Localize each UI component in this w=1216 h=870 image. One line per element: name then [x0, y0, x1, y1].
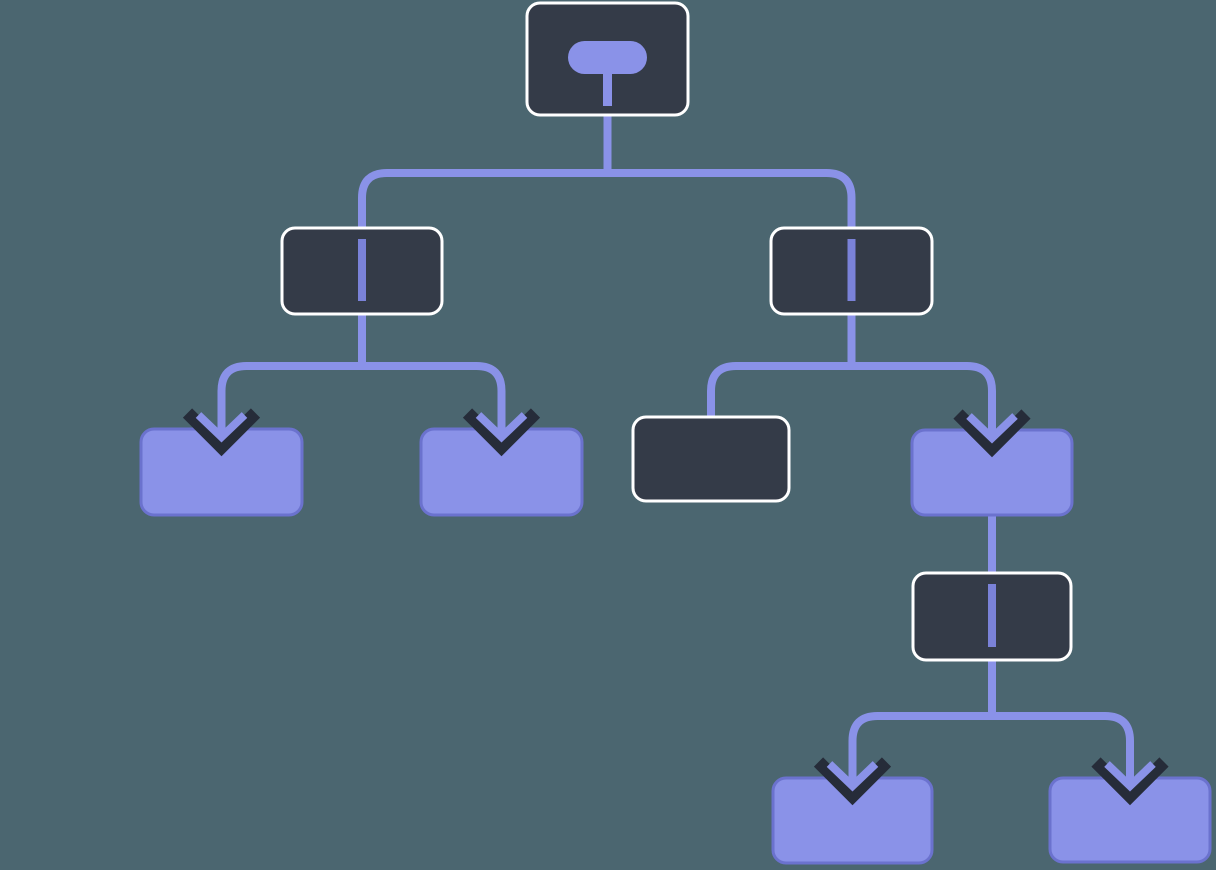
arrow-chevron-icon — [813, 757, 892, 806]
arrow-chevron-icon — [953, 409, 1031, 458]
arrow-head-icon — [826, 761, 879, 792]
edge-junction1-left-arm — [358, 169, 608, 230]
root-node-pill — [568, 41, 647, 74]
arrow-head-icon — [475, 412, 528, 443]
edge-junction1-right-arm — [607, 169, 856, 230]
dark-leaf-node[interactable] — [631, 415, 791, 503]
arrow-chevron-icon — [1091, 757, 1169, 806]
branch-node-bottom-through-line — [988, 584, 996, 647]
edge-junction2-left-arm — [217, 362, 362, 436]
arrow-head-icon — [966, 413, 1018, 444]
edge-junction3-right-arm — [851, 362, 996, 437]
edge-junction2-right-arm — [362, 362, 506, 436]
arrow-chevron-icon — [182, 408, 261, 457]
arrow-chevron-icon — [462, 408, 541, 457]
branch-node-left-through-line — [358, 239, 366, 301]
edge-junction4-left-arm — [848, 712, 992, 785]
edge-junction3-left-arm — [707, 362, 852, 419]
arrow-head-icon — [1104, 761, 1156, 792]
edge-junction4-right-arm — [992, 712, 1134, 785]
branch-node-right-through-line — [847, 239, 856, 301]
arrow-head-icon — [195, 412, 248, 443]
